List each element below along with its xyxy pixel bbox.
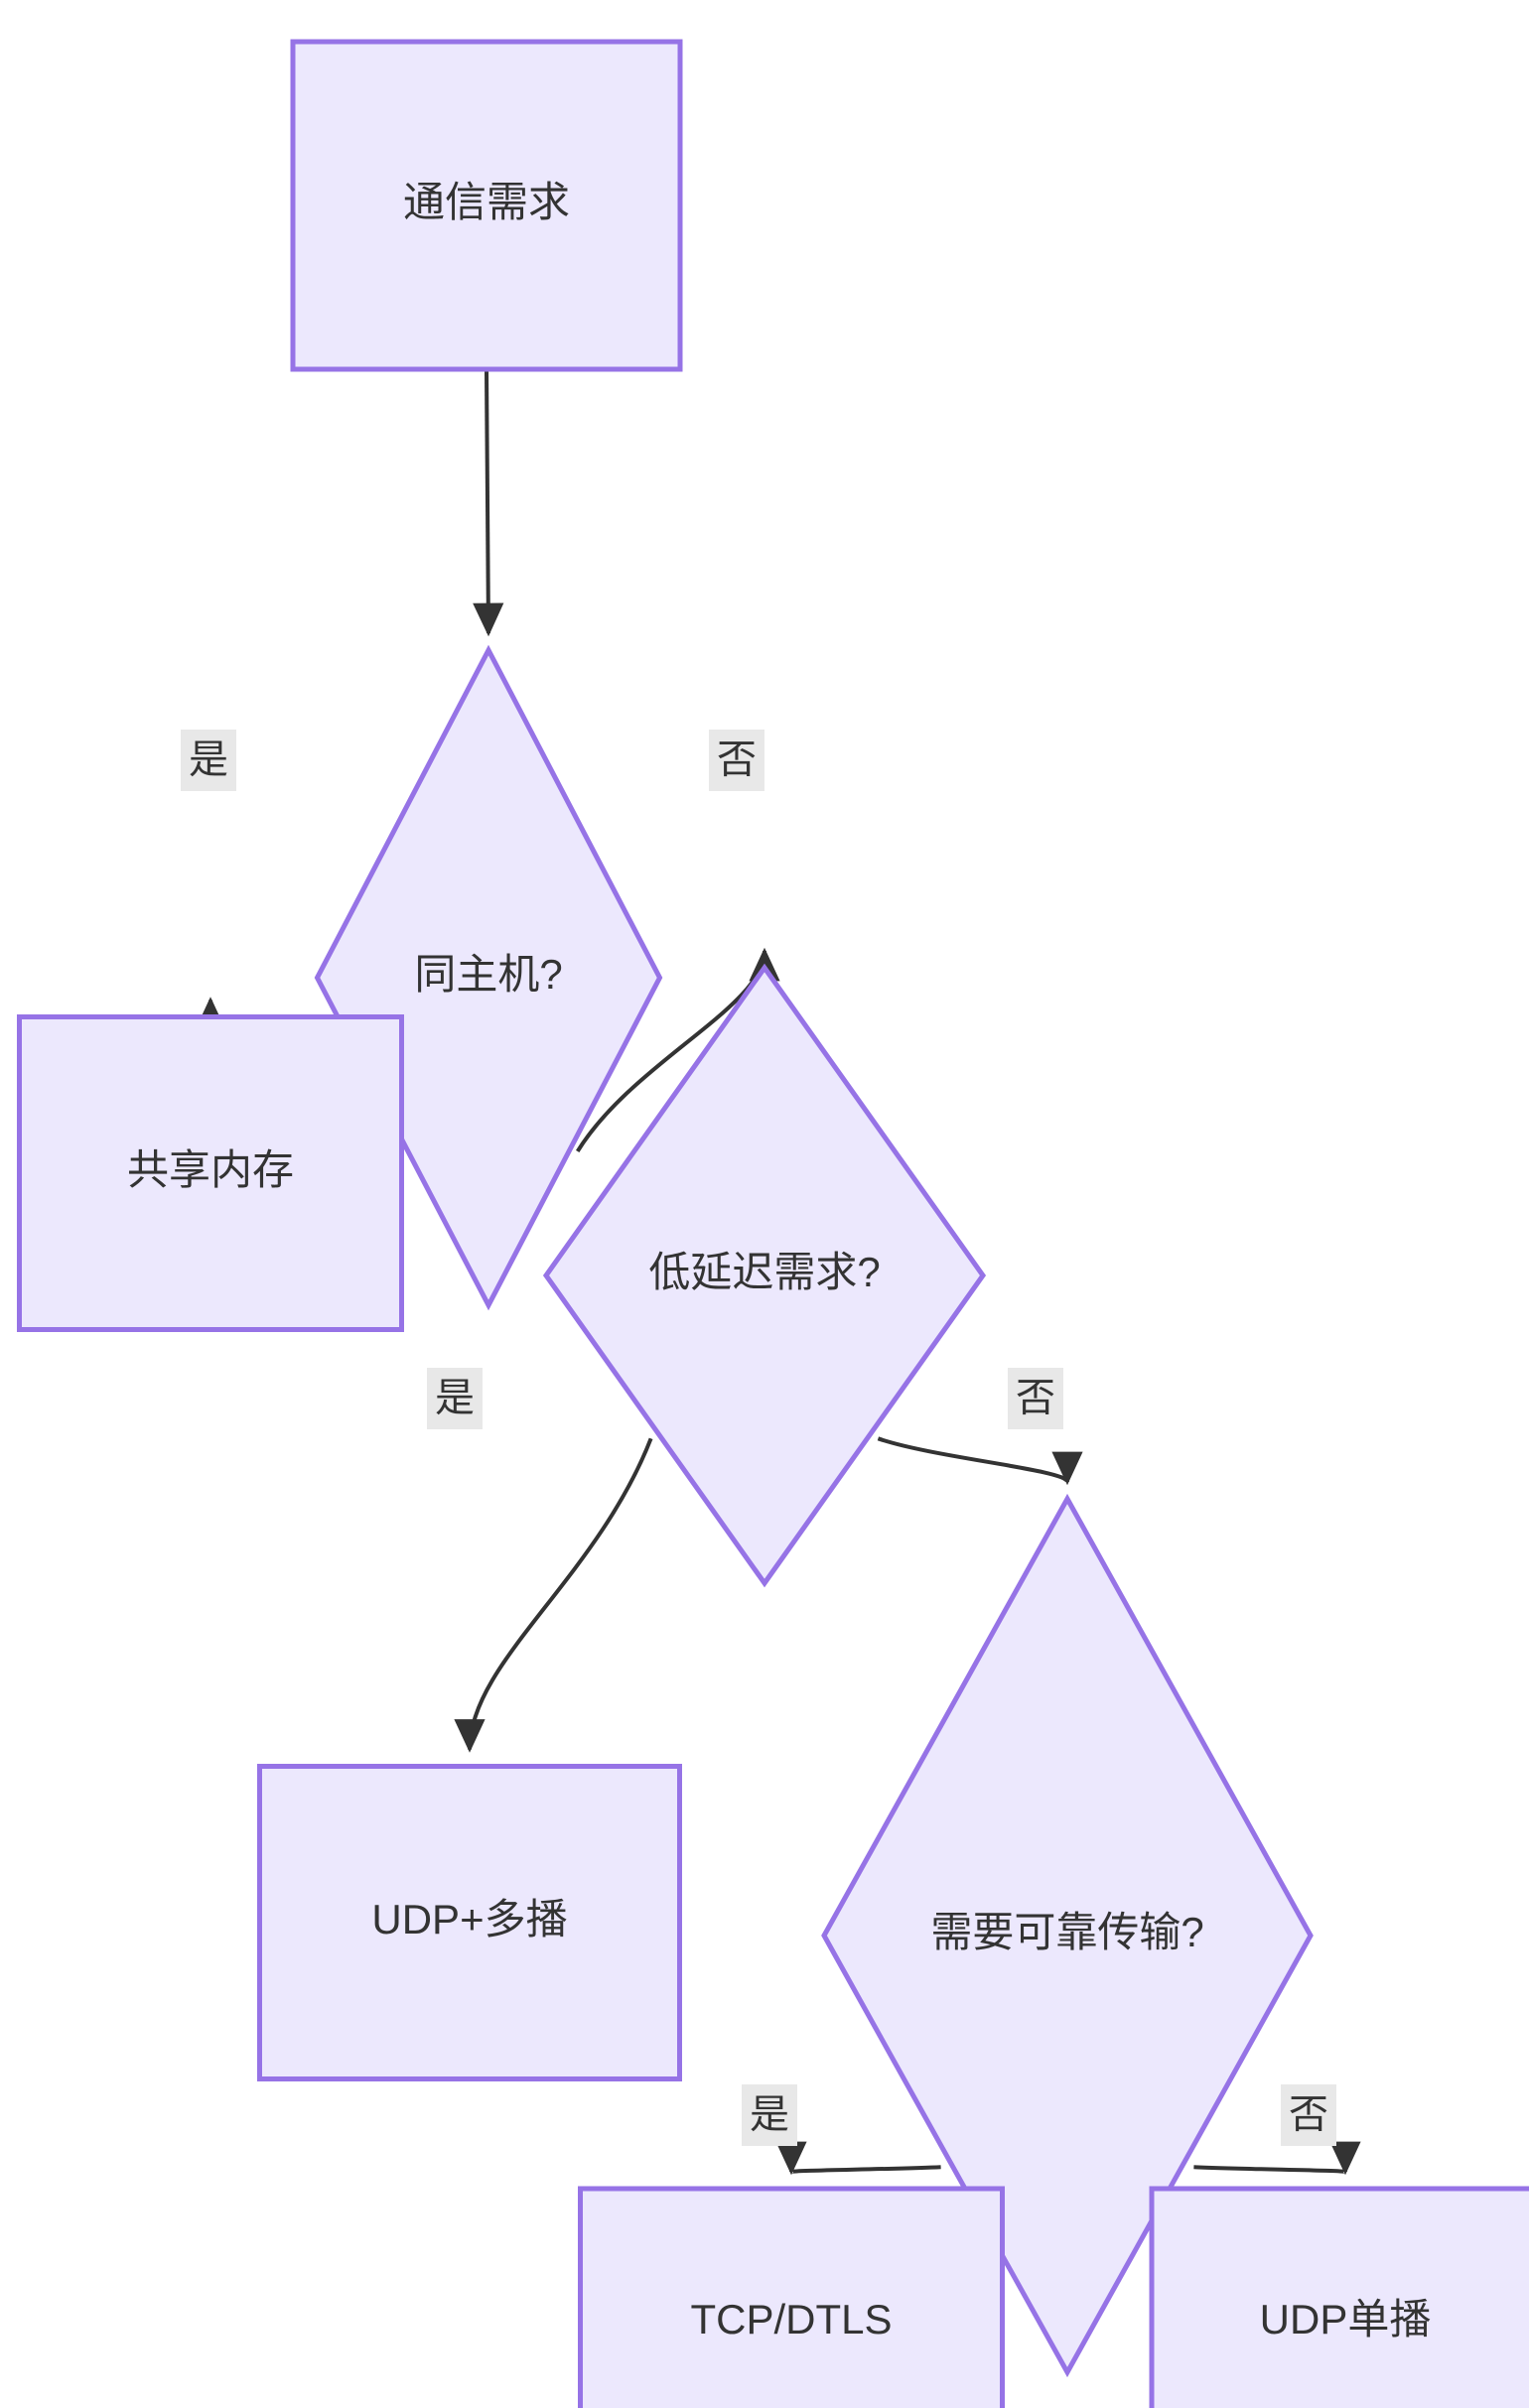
node-reliable-transport-shape (821, 1493, 1314, 2378)
node-low-latency-shape (542, 963, 987, 1588)
node-reliable-transport-label: 需要可靠传输? (930, 1909, 1203, 1955)
edge-label-low-latency-no: 否 (1008, 1368, 1063, 1429)
edge-reliable-yes (777, 2140, 941, 2176)
edge-reliable-no (1193, 2140, 1359, 2176)
edge-label-text: 是 (189, 738, 228, 782)
nodes-layer: 通信需求 同主机? 共享内存 低延迟需求? UDP+多播 (17, 39, 1529, 2408)
edge-label-reliable-no: 否 (1281, 2084, 1336, 2146)
edge-low-latency-no (877, 1436, 1083, 1486)
edge-label-bg (742, 2084, 797, 2146)
edge-start-to-same-host (473, 368, 504, 637)
edge-label-bg (181, 730, 236, 791)
edge-label-bg (427, 1368, 483, 1429)
edge-label-text: 否 (1016, 1377, 1055, 1420)
node-udp-unicast[interactable]: UDP单播 (1149, 2186, 1529, 2408)
node-start-label: 通信需求 (403, 179, 570, 225)
edge-label-text: 否 (1289, 2093, 1328, 2137)
node-udp-multicast-shape (257, 1764, 682, 2081)
edge-label-bg (709, 730, 764, 791)
node-shared-memory-label: 共享内存 (127, 1146, 294, 1193)
node-start[interactable]: 通信需求 (290, 39, 683, 372)
edge-label-text: 是 (435, 1377, 475, 1420)
node-udp-unicast-shape (1149, 2186, 1529, 2408)
edge-label-bg (1281, 2084, 1336, 2146)
edge-low-latency-yes (454, 1437, 653, 1753)
node-shared-memory[interactable]: 共享内存 (17, 1014, 404, 1332)
node-tcp-dtls[interactable]: TCP/DTLS (578, 2186, 1005, 2408)
edge-label-text: 否 (717, 738, 757, 782)
node-tcp-dtls-label: TCP/DTLS (690, 2296, 892, 2342)
edge-label-low-latency-yes: 是 (427, 1368, 483, 1429)
edge-label-text: 是 (750, 2093, 789, 2137)
node-udp-multicast[interactable]: UDP+多播 (257, 1764, 682, 2081)
node-start-shape (290, 39, 683, 372)
edge-labels-layer: 是 否 是 否 是 否 (181, 730, 1336, 2146)
node-low-latency[interactable]: 低延迟需求? (542, 963, 987, 1588)
node-low-latency-label: 低延迟需求? (648, 1249, 880, 1295)
edge-label-bg (1008, 1368, 1063, 1429)
edge-label-same-host-yes: 是 (181, 730, 236, 791)
node-udp-unicast-label: UDP单播 (1260, 2296, 1432, 2342)
node-shared-memory-shape (17, 1014, 404, 1332)
node-same-host-label: 同主机? (414, 951, 562, 998)
node-tcp-dtls-shape (578, 2186, 1005, 2408)
edge-label-same-host-no: 否 (709, 730, 764, 791)
edge-label-reliable-yes: 是 (742, 2084, 797, 2146)
node-reliable-transport[interactable]: 需要可靠传输? (821, 1493, 1314, 2378)
node-udp-multicast-label: UDP+多播 (371, 1896, 567, 1942)
